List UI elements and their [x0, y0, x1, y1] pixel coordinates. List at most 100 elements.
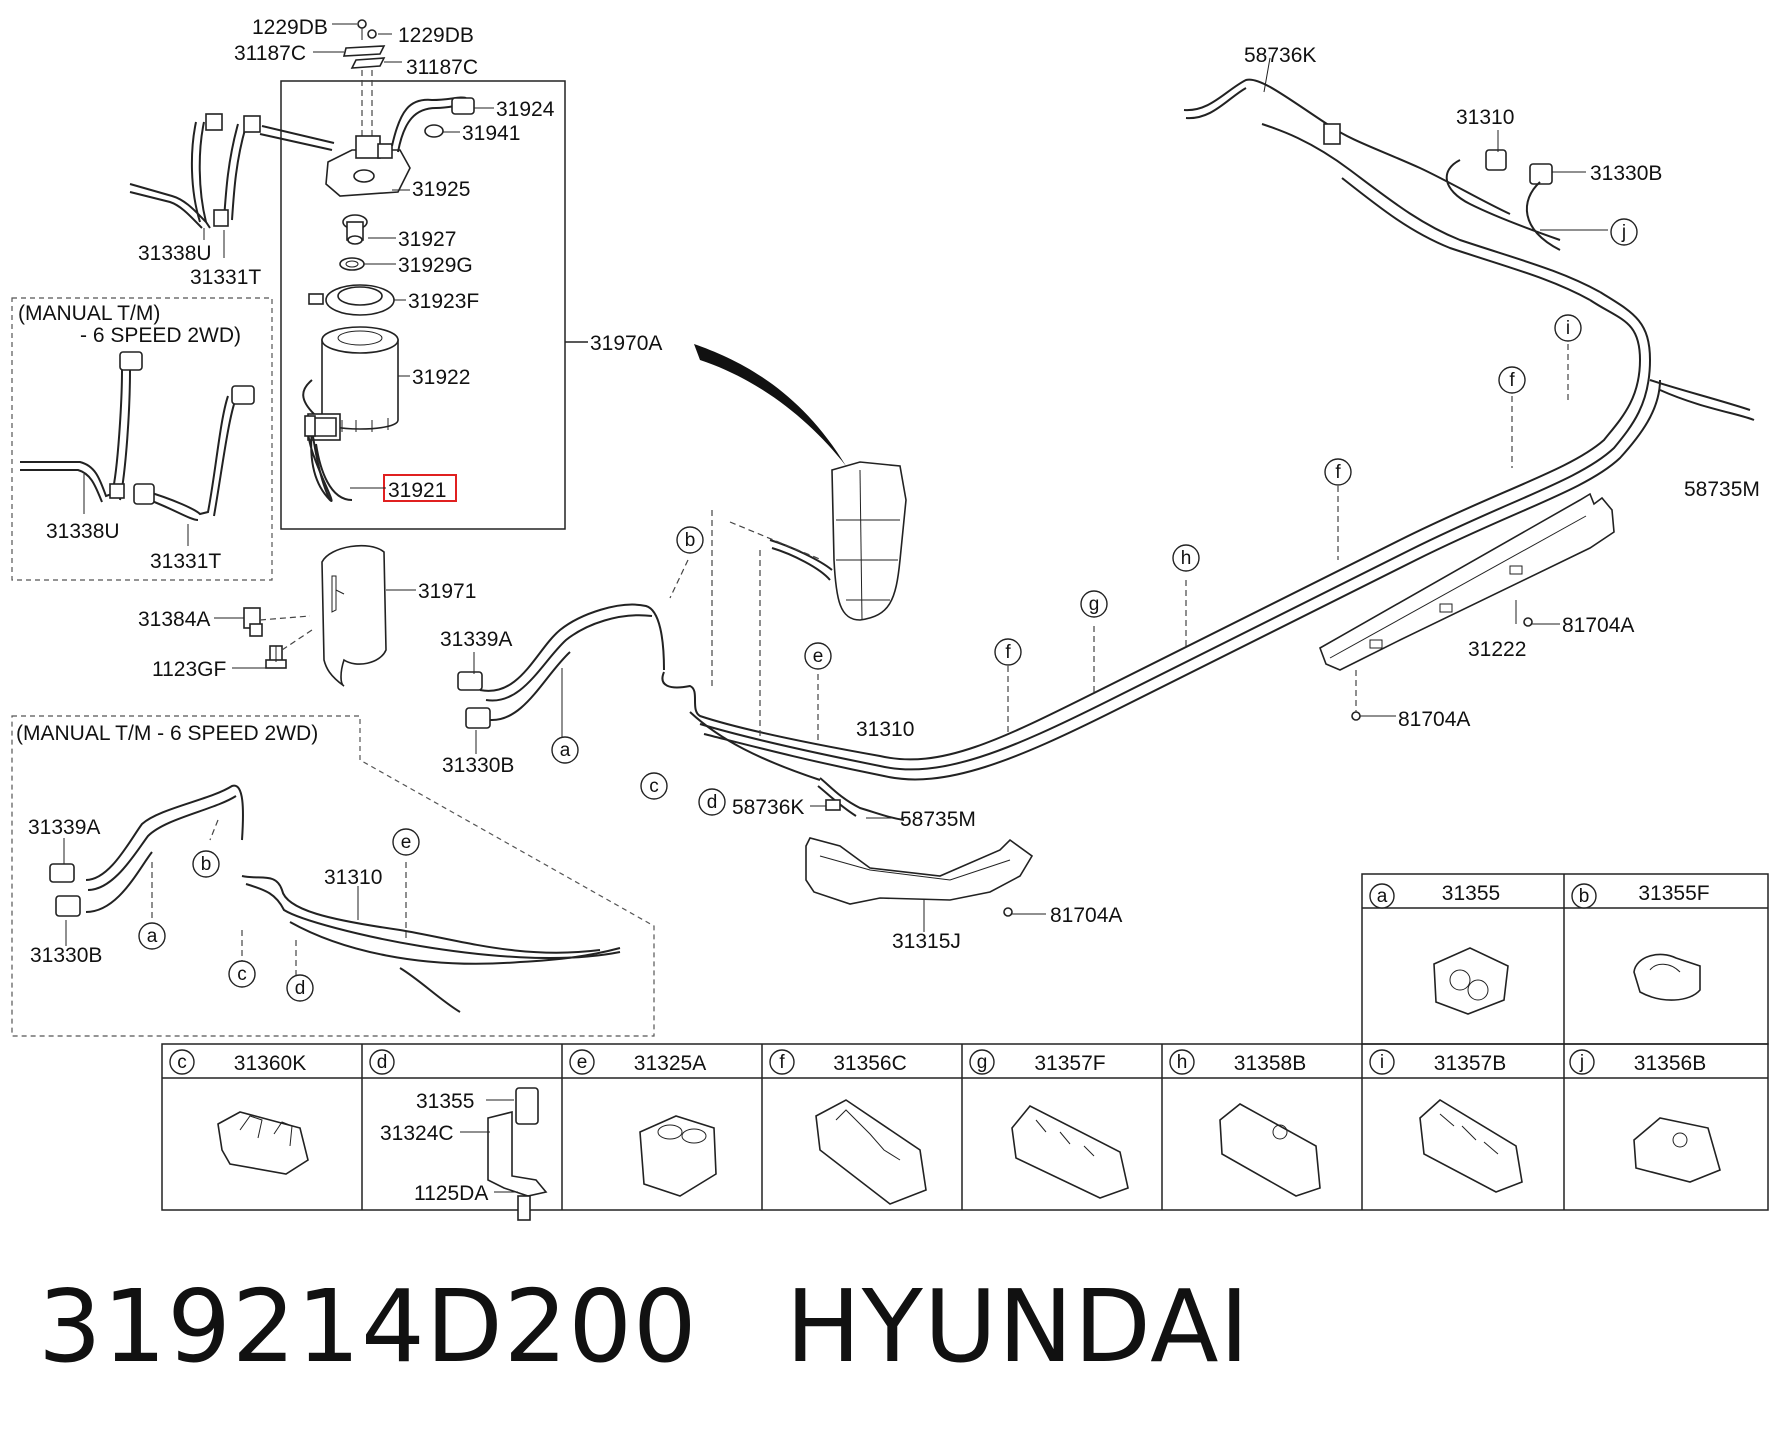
callout-c-81704a-c: 81704A: [1050, 904, 1122, 927]
letter-l-a-main: a: [551, 736, 579, 764]
pipe-31338u: [129, 121, 211, 229]
line-31310-upper: [1445, 149, 1561, 251]
svg-text:g: g: [977, 1052, 988, 1073]
callout-c-31941: 31941: [462, 122, 520, 145]
letter-l-b-m: b: [192, 850, 220, 878]
table-letter-i: i: [1369, 1049, 1395, 1075]
callout-c-81704a-b: 81704A: [1398, 708, 1470, 731]
clip-j-drawing: [1633, 1117, 1721, 1183]
vapor-line-58736k: [1183, 78, 1511, 215]
skid-plate-31315j: [805, 837, 1034, 905]
clip-g-drawing: [1011, 1104, 1129, 1199]
letter-l-d-main: d: [698, 788, 726, 816]
table-part-h: 31358B: [1234, 1052, 1306, 1075]
filter-housing-31971: [321, 544, 387, 687]
clip-a-drawing: [1433, 947, 1509, 1015]
svg-text:e: e: [813, 646, 824, 667]
brand-name: HYUNDAI: [785, 1268, 1251, 1385]
clip-31384a: [243, 607, 263, 637]
connector-31924: [451, 97, 475, 115]
sensor-31927: [342, 214, 368, 245]
bolt-81704a-a: [1523, 617, 1533, 627]
connector-31330b: [465, 707, 491, 729]
pointer-wedge: [694, 344, 846, 466]
callout-c-31187c-b: 31187C: [406, 56, 478, 79]
callout-c-31315j: 31315J: [892, 930, 961, 953]
filter-assembly-box: [280, 80, 566, 530]
callout-c-31330b: 31330B: [442, 754, 514, 777]
pipe-31331t-manual: [133, 385, 255, 521]
clip-c-drawing: [217, 1111, 309, 1175]
callout-c-31970a: 31970A: [590, 332, 662, 355]
manual-box-1-line1: (MANUAL T/M): [18, 302, 160, 325]
callout-c-58736k-mid: 58736K: [732, 796, 804, 819]
svg-text:b: b: [685, 530, 696, 551]
pipes-manual-2: [85, 784, 621, 1013]
manual-box-2-line1: (MANUAL T/M - 6 SPEED 2WD): [16, 722, 318, 745]
callout-c-58736k-top: 58736K: [1244, 44, 1316, 67]
callout-c-81704a-a: 81704A: [1562, 614, 1634, 637]
callout-c-31187c-a: 31187C: [234, 42, 306, 65]
footer-title: 319214D200 HYUNDAI: [38, 1268, 1338, 1385]
svg-text:f: f: [779, 1052, 785, 1073]
bracket-31187c: [342, 45, 386, 69]
letter-l-e-main: e: [804, 642, 832, 670]
table-letter-e: e: [569, 1049, 595, 1075]
letter-l-b-main: b: [676, 526, 704, 554]
callout-c-31310-main: 31310: [856, 718, 914, 741]
bolt-1229db-right: [367, 29, 377, 39]
pipe-31331t: [205, 113, 261, 227]
svg-text:i: i: [1380, 1052, 1384, 1073]
svg-text:c: c: [649, 776, 659, 797]
svg-text:h: h: [1181, 548, 1192, 569]
letter-l-f-1: f: [994, 638, 1022, 666]
manual-tm-box-2: [11, 715, 655, 1037]
main-fuel-lines: [479, 123, 1755, 781]
svg-text:j: j: [1579, 1052, 1584, 1073]
callout-c-1123gf: 1123GF: [152, 658, 226, 681]
svg-text:d: d: [377, 1052, 388, 1073]
table-letter-j: j: [1569, 1049, 1595, 1075]
letter-l-c-main: c: [640, 772, 668, 800]
table-part-i: 31357B: [1434, 1052, 1506, 1075]
callout-c-1229db-b: 1229DB: [398, 24, 474, 47]
callout-c-31971: 31971: [418, 580, 476, 603]
callout-c-31384a: 31384A: [138, 608, 210, 631]
table-part-f: 31356C: [833, 1052, 907, 1075]
callout-c-1229db-a: 1229DB: [252, 16, 328, 39]
bolt-1123gf: [265, 645, 287, 669]
svg-text:d: d: [295, 978, 306, 999]
table-part-c: 31360K: [234, 1052, 306, 1075]
table-subpart-31355: 31355: [416, 1090, 474, 1113]
oring-31929g: [339, 257, 365, 271]
svg-text:d: d: [707, 792, 718, 813]
callout-c-31338u: 31338U: [138, 242, 212, 265]
table-letter-h: h: [1169, 1049, 1195, 1075]
svg-text:b: b: [1579, 886, 1590, 907]
svg-text:c: c: [237, 964, 247, 985]
table-letter-d: d: [369, 1049, 395, 1075]
svg-text:h: h: [1177, 1052, 1188, 1073]
svg-text:i: i: [1566, 318, 1570, 339]
part-number: 319214D200: [38, 1268, 698, 1385]
svg-text:a: a: [147, 926, 158, 947]
table-letter-c: c: [169, 1049, 195, 1075]
filter-head-31925: [325, 135, 411, 197]
clip-table: [161, 873, 1769, 1211]
bolt-81704a-b: [1351, 711, 1361, 721]
callout-c-31222: 31222: [1468, 638, 1526, 661]
table-subpart-1125DA: 1125DA: [414, 1182, 488, 1205]
callout-c-58735m-right: 58735M: [1684, 478, 1760, 501]
clip-i-drawing: [1419, 1099, 1523, 1193]
clip-b-drawing: [1633, 953, 1701, 1001]
callout-c-31310-m: 31310: [324, 866, 382, 889]
filter-cartridge-31922: [321, 326, 399, 432]
adapter-31923f: [308, 284, 395, 316]
clip-e-drawing: [639, 1115, 717, 1197]
letter-l-g: g: [1080, 590, 1108, 618]
letter-l-h: h: [1172, 544, 1200, 572]
bolt-1229db-left: [357, 19, 367, 40]
clip-f-drawing: [815, 1099, 927, 1205]
callout-c-31339a-m: 31339A: [28, 816, 100, 839]
